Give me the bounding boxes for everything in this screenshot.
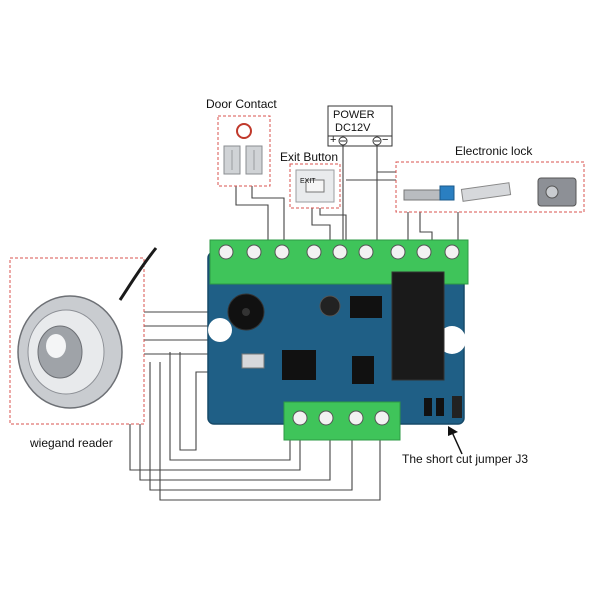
- jumper-label: The short cut jumper J3: [402, 452, 529, 466]
- electronic-lock-label: Electronic lock: [455, 144, 533, 158]
- power-plus-label: +: [330, 134, 337, 146]
- door-contact-label: Door Contact: [206, 97, 277, 111]
- exit-button-label: Exit Button: [280, 150, 339, 164]
- door-contact: [217, 115, 271, 187]
- bottom-terminals: [292, 410, 390, 426]
- power-voltage-label: DC12V: [335, 122, 371, 134]
- power-box: [327, 105, 393, 147]
- jumper-j3: [424, 396, 462, 418]
- power-label: POWER: [333, 109, 375, 121]
- top-terminals: [218, 244, 460, 260]
- controller-board: [207, 239, 469, 441]
- exit-button-device: [289, 163, 341, 209]
- wiegand-reader-label: wiegand reader: [30, 436, 113, 450]
- electronic-lock-device: [395, 161, 585, 213]
- exit-button-face-label: EXIT: [300, 178, 316, 185]
- power-minus-label: −: [382, 134, 389, 146]
- jumper-arrow: [448, 426, 463, 455]
- wiegand-reader-device: [9, 247, 158, 425]
